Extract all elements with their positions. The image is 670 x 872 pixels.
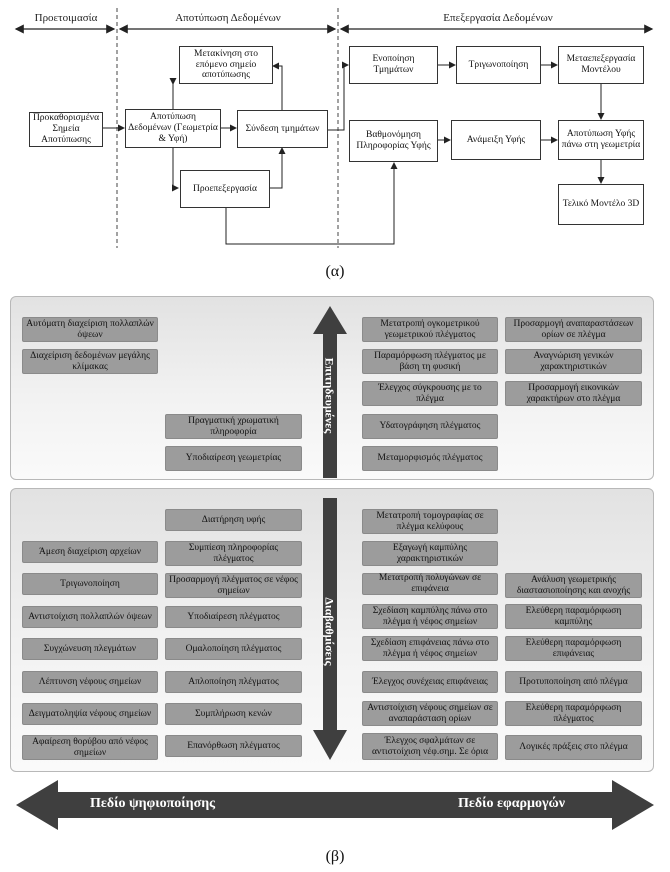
top-col2-box: Πραγματική χρωματική πληροφορία xyxy=(165,414,302,439)
flowchart-connectors xyxy=(14,8,654,248)
caption-b: (β) xyxy=(325,848,345,865)
bottom-col4-box: Ανάλυση γεωμετρικής διαστασιοποίησης και… xyxy=(505,573,642,598)
box-move-next-point: Μετακίνηση στο επόμενο σημείο αποτύπωσης xyxy=(179,46,273,84)
bottom-col4-box: Ελεύθερη παραμόρφωση πλέγματος xyxy=(505,701,642,726)
box-capture-data: Αποτύπωση Δεδομένων (Γεωμετρία & Υφή) xyxy=(125,109,221,148)
top-col3-box: Υδατογράφηση πλέγματος xyxy=(362,414,498,439)
flowchart-a: Προετοιμασία Αποτύπωση Δεδομένων Επεξεργ… xyxy=(0,0,670,250)
bottom-col2-box: Επανόρθωση πλέγματος xyxy=(165,735,302,757)
bottom-col4-box: Προτυποποίηση από πλέγμα xyxy=(505,671,642,693)
box-texture-blending: Ανάμειξη Υφής xyxy=(451,120,541,160)
axis-double-arrow xyxy=(16,780,654,830)
bottom-col1-box: Δειγματοληψία νέφους σημείων xyxy=(22,703,158,725)
bottom-col3-box: Μετατροπή πολυγώνων σε επιφάνεια xyxy=(362,573,498,595)
top-col3-box: Παραμόρφωση πλέγματος με βάση τη φυσική xyxy=(362,349,498,374)
bottom-col1-box: Τριγωνοποίηση xyxy=(22,573,158,595)
bottom-col1-box: Αφαίρεση θορύβου από νέφος σημείων xyxy=(22,735,158,760)
bottom-col2-box: Υποδιαίρεση πλέγματος xyxy=(165,606,302,628)
bottom-col2-box: Προσαρμογή πλέγματος σε νέφος σημείων xyxy=(165,573,302,598)
caption-a: (α) xyxy=(325,263,345,280)
top-col4-box: Προσαρμογή αναπαραστάσεων ορίων σε πλέγμ… xyxy=(505,317,642,342)
box-final-model: Τελικό Μοντέλο 3D xyxy=(558,184,644,225)
axis-label-applications: Πεδίο εφαρμογών xyxy=(458,796,565,811)
bottom-col3-box: Σχεδίαση επιφάνειας πάνω στο πλέγμα ή νέ… xyxy=(362,636,498,661)
bottom-col3-box: Εξαγωγή καμπύλης χαρακτηριστικών xyxy=(362,541,498,566)
bottom-col3-box: Έλεγχος σφαλμάτων σε αντιστοίχιση νέφ.ση… xyxy=(362,733,498,760)
box-preprocessing: Προεπεξεργασία xyxy=(180,170,270,208)
bottom-col3-box: Αντιστοίχιση νέφους σημείων σε αναπαράστ… xyxy=(362,701,498,726)
top-col3-box: Έλεγχος σύγκρουσης με το πλέγμα xyxy=(362,381,498,406)
bottom-col1-box: Άμεση διαχείριση αρχείων xyxy=(22,541,158,563)
bottom-col2-box: Συμπίεση πληροφορίας πλέγματος xyxy=(165,541,302,566)
top-col2-box: Υποδιαίρεση γεωμετρίας xyxy=(165,446,302,471)
arrow-up-advanced xyxy=(313,306,347,478)
bottom-col1-box: Αντιστοίχιση πολλαπλών όψεων xyxy=(22,606,158,628)
top-col4-box: Αναγνώριση γενικών χαρακτηριστικών xyxy=(505,349,642,374)
box-predefined-points: Προκαθορισμένα Σημεία Αποτύπωσης xyxy=(29,112,103,147)
phase-label-capture: Αποτύπωση Δεδομένων xyxy=(175,12,281,24)
box-texture-mapping: Αποτύπωση Υφής πάνω στη γεωμετρία xyxy=(558,120,644,160)
box-merge-meshes: Σύνδεση τμημάτων xyxy=(237,110,328,148)
top-col1-box: Διαχείριση δεδομένων μεγάλης κλίμακας xyxy=(22,349,158,374)
bottom-col2-box: Συμπλήρωση κενών xyxy=(165,703,302,725)
top-col3-box: Μετατροπή ογκομετρικού γεωμετρικού πλέγμ… xyxy=(362,317,498,342)
label-basic: Διαβαθμίσεις xyxy=(322,597,337,666)
phase-label-processing: Επεξεργασία Δεδομένων xyxy=(443,12,553,24)
bottom-col3-box: Έλεγχος συνέχειας επιφάνειας xyxy=(362,671,498,693)
bottom-col4-box: Λογικές πράξεις στο πλέγμα xyxy=(505,735,642,760)
bottom-col1-box: Λέπτυνση νέφους σημείων xyxy=(22,671,158,693)
box-unify-parts: Ενοποίηση Τμημάτων xyxy=(349,46,438,84)
bottom-col2-box: Διατήρηση υφής xyxy=(165,509,302,531)
arrow-down-basic xyxy=(313,498,347,760)
bottom-col1-box: Συγχώνευση πλεγμάτων xyxy=(22,638,158,660)
top-col3-box: Μεταμορφισμός πλέγματος xyxy=(362,446,498,471)
top-col1-box: Αυτόματη διαχείριση πολλαπλών όψεων xyxy=(22,317,158,342)
bottom-col3-box: Σχεδίαση καμπύλης πάνω στο πλέγμα ή νέφο… xyxy=(362,604,498,629)
bottom-col3-box: Μετατροπή τομογραφίας σε πλέγμα κελύφους xyxy=(362,509,498,534)
box-calibrate-texture: Βαθμονόμηση Πληροφορίας Υφής xyxy=(349,120,438,162)
bottom-col2-box: Ομαλοποίηση πλέγματος xyxy=(165,638,302,660)
box-triangulation: Τριγωνοποίηση xyxy=(456,46,541,84)
label-advanced: Επιτηδευμένες xyxy=(322,357,337,434)
phase-label-preparation: Προετοιμασία xyxy=(34,12,98,24)
box-postprocess-model: Μεταεπεξεργασία Μοντέλου xyxy=(558,46,644,84)
bottom-col4-box: Ελεύθερη παραμόρφωση επιφάνειας xyxy=(505,636,642,661)
bottom-col4-box: Ελεύθερη παραμόρφωση καμπύλης xyxy=(505,604,642,629)
axis-label-digitization: Πεδίο ψηφιοποίησης xyxy=(90,796,216,811)
bottom-col2-box: Απλοποίηση πλέγματος xyxy=(165,671,302,693)
top-col4-box: Προσαρμογή εικονικών χαρακτήρων στο πλέγ… xyxy=(505,381,642,406)
